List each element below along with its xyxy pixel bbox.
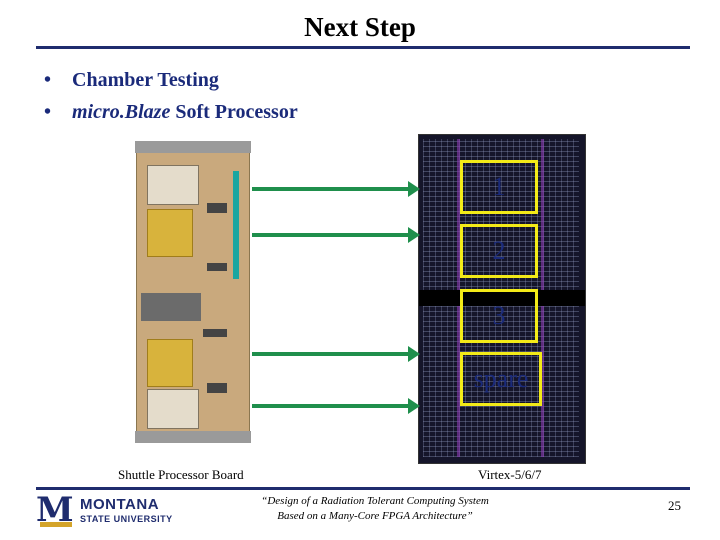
footer-quote: “Design of a Radiation Tolerant Computin… (210, 494, 540, 524)
arrow-to-region-spare (252, 398, 420, 414)
fpga-caption: Virtex-5/6/7 (478, 467, 542, 482)
slide-title: Next Step (304, 12, 416, 42)
circuit-board-image (135, 141, 251, 443)
bullet-chamber-testing: • Chamber Testing (44, 64, 298, 96)
board-component (207, 383, 227, 393)
bullet-list: • Chamber Testing • micro.Blaze Soft Proce… (44, 64, 298, 128)
title-divider (36, 46, 690, 49)
region-1: 1 (460, 160, 538, 214)
bullet-text: Soft Processor (170, 101, 298, 123)
region-spare: spare (460, 352, 542, 406)
board-component (203, 329, 227, 337)
arrow-to-region-2 (252, 227, 420, 243)
bullet-microblaze: • micro.Blaze Soft Processor (44, 96, 298, 128)
board-connector (141, 293, 201, 321)
board-caption: Shuttle Processor Board (118, 467, 244, 482)
board-gold-chip (147, 339, 193, 387)
board-edge-bottom (135, 431, 251, 443)
logo-line-2: STATE UNIVERSITY (80, 514, 173, 524)
footer-quote-line-1: “Design of a Radiation Tolerant Computin… (261, 495, 489, 507)
montana-state-logo-icon: M MONTANA STATE UNIVERSITY (36, 492, 176, 532)
board-chip-label (147, 389, 199, 429)
board-chip-label (147, 165, 199, 205)
board-component (207, 263, 227, 271)
bullet-text: Chamber Testing (72, 69, 219, 91)
board-component (207, 203, 227, 213)
footer-quote-line-2: Based on a Many-Core FPGA Architecture” (277, 510, 473, 522)
arrow-to-region-3 (252, 346, 420, 362)
bullet-marker: • (44, 101, 52, 123)
board-edge-top (135, 141, 251, 153)
region-3: 3 (460, 289, 538, 343)
logo-line-1: MONTANA (80, 496, 160, 513)
logo-accent (40, 522, 72, 527)
bullet-marker: • (44, 69, 52, 91)
bullet-emphasis: micro.Blaze (72, 101, 171, 123)
page-number: 25 (668, 498, 681, 513)
footer-divider (36, 487, 690, 490)
arrow-to-region-1 (252, 181, 420, 197)
board-gold-chip (147, 209, 193, 257)
region-2: 2 (460, 224, 538, 278)
board-teal-strip (233, 171, 239, 279)
